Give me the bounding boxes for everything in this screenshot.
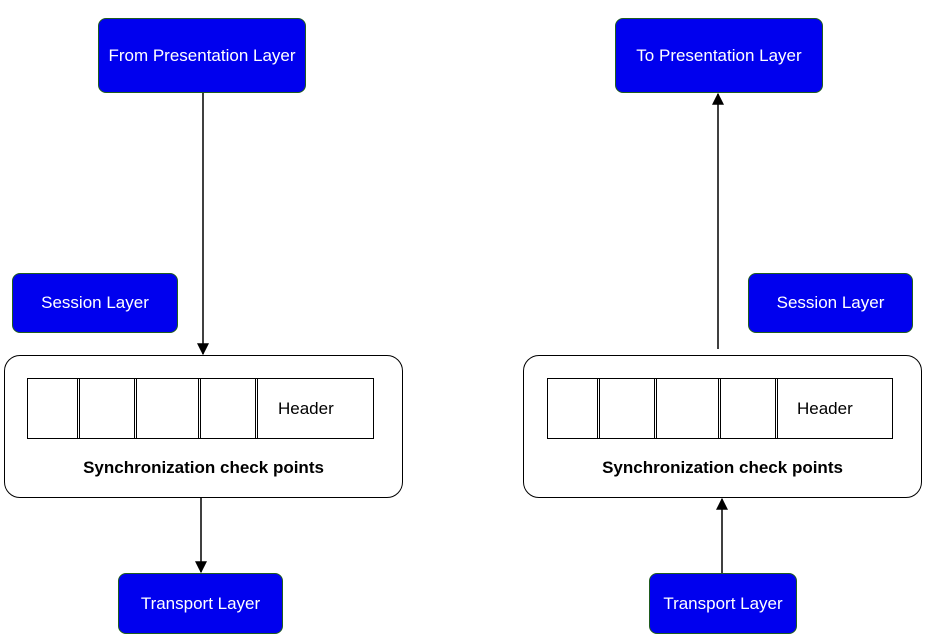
receiver-checkpoint-divider [597, 379, 600, 438]
receiver-session-layer-box: Session Layer [748, 273, 913, 333]
sender-checkpoint-divider [255, 379, 258, 438]
sender-session-container: Header Synchronization check points [4, 355, 403, 498]
sender-session-layer-box: Session Layer [12, 273, 178, 333]
receiver-transport-layer-label: Transport Layer [663, 593, 783, 613]
to-presentation-layer-label: To Presentation Layer [636, 45, 802, 65]
sender-header-label: Header [278, 399, 334, 418]
receiver-data-buffer: Header [547, 378, 893, 439]
from-presentation-layer-box: From Presentation Layer [98, 18, 306, 93]
sender-transport-layer-label: Transport Layer [140, 593, 261, 613]
receiver-checkpoint-divider [775, 379, 778, 438]
sender-session-layer-label: Session Layer [41, 293, 149, 312]
receiver-header-label: Header [797, 399, 853, 418]
receiver-sync-checkpoints-label: Synchronization check points [602, 458, 843, 477]
from-presentation-layer-label: From Presentation Layer [108, 45, 296, 65]
receiver-session-container: Header Synchronization check points [523, 355, 922, 498]
receiver-transport-layer-box: Transport Layer [649, 573, 797, 634]
sender-checkpoint-divider [134, 379, 137, 438]
sender-checkpoint-divider [77, 379, 80, 438]
sender-sync-checkpoints-label: Synchronization check points [83, 458, 324, 477]
to-presentation-layer-box: To Presentation Layer [615, 18, 823, 93]
receiver-session-layer-label: Session Layer [776, 293, 885, 312]
receiver-checkpoint-divider [718, 379, 721, 438]
sender-checkpoint-divider [198, 379, 201, 438]
sender-transport-layer-box: Transport Layer [118, 573, 283, 634]
sender-data-buffer: Header [27, 378, 374, 439]
receiver-checkpoint-divider [654, 379, 657, 438]
